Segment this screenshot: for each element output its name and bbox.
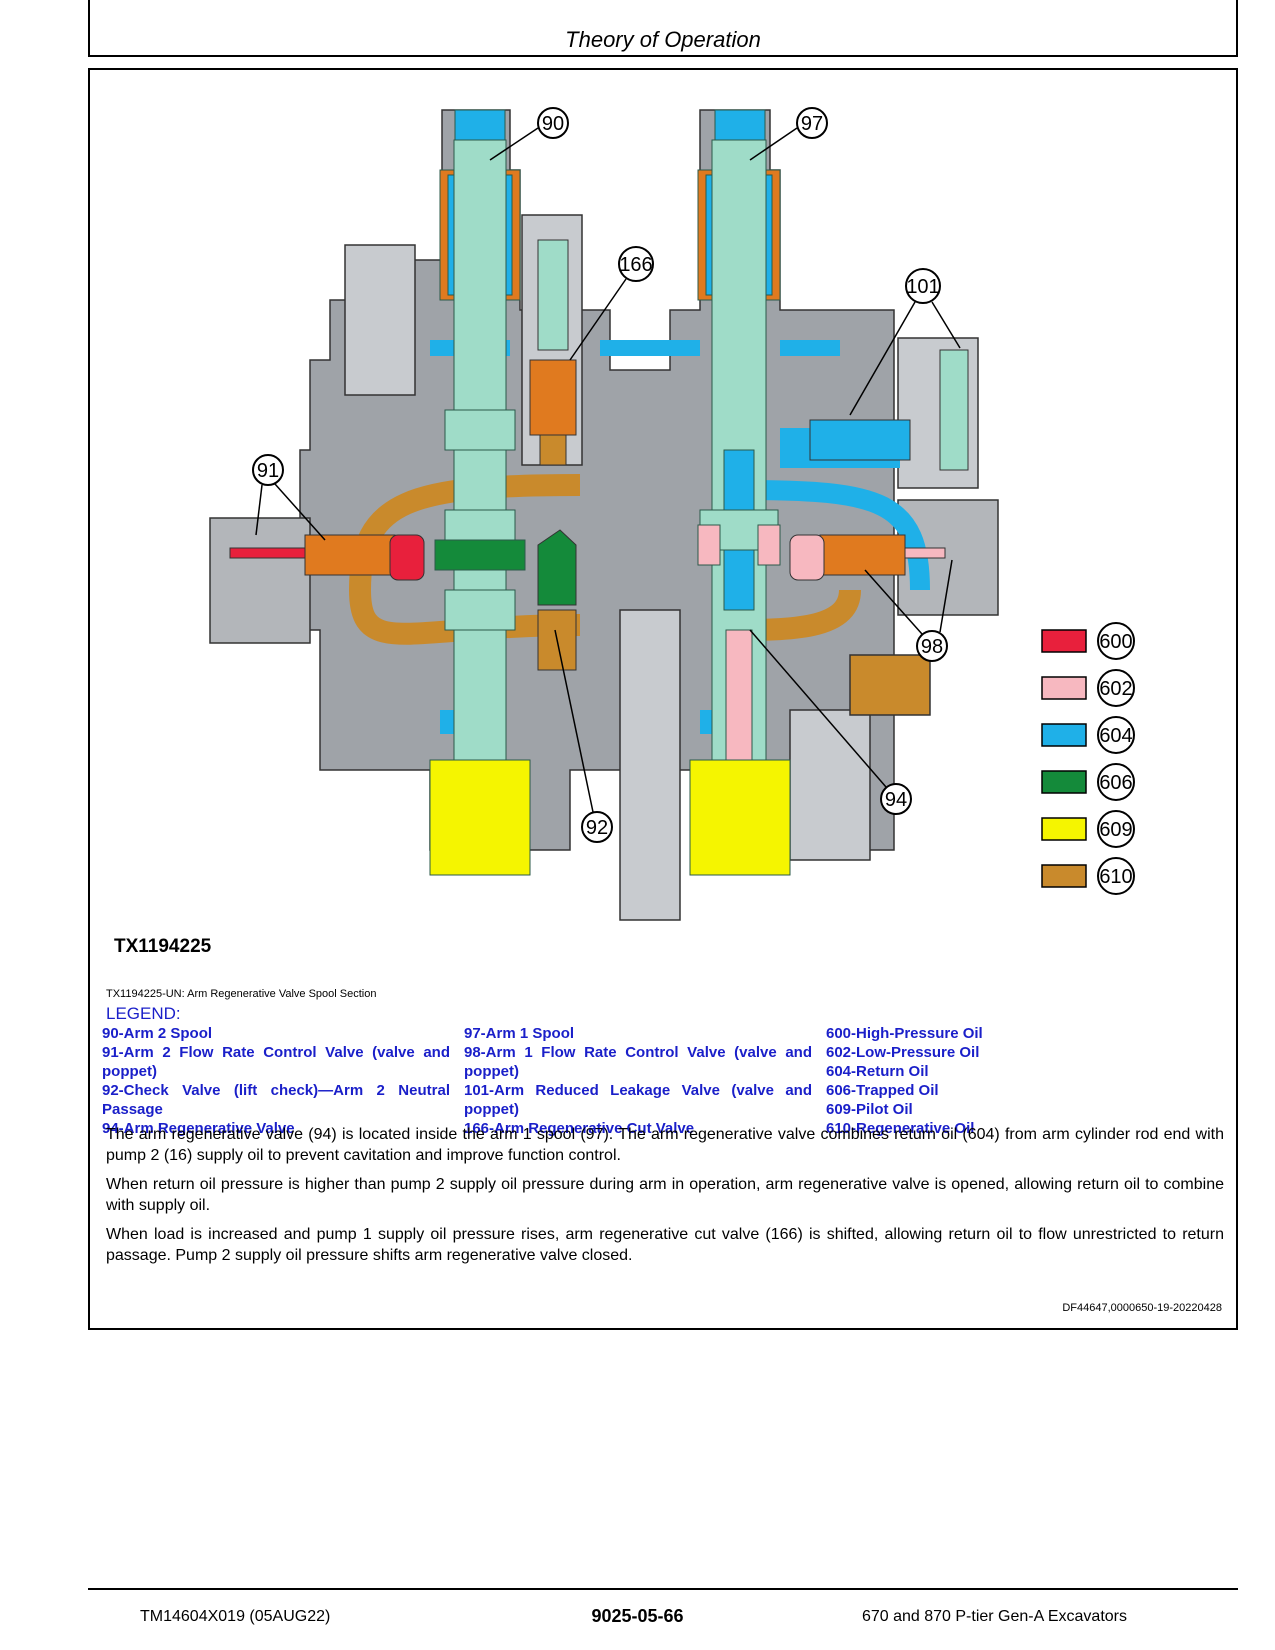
swatch-code-label: 604 — [1099, 725, 1132, 747]
page-title: Theory of Operation — [565, 27, 761, 52]
swatch-606 — [1041, 770, 1087, 794]
reduced-leakage-valve-101 — [809, 349, 969, 471]
svg-text:92: 92 — [586, 817, 608, 839]
swatch-code-label: 606 — [1099, 772, 1132, 794]
swatch-code-label: 600 — [1099, 631, 1132, 653]
swatch-code-label: 610 — [1099, 866, 1132, 888]
legend-item: 101-Arm Reduced Leakage Valve (valve and… — [464, 1082, 812, 1118]
legend-column-2: 97-Arm 1 Spool 98-Arm 1 Flow Rate Contro… — [464, 1024, 812, 1138]
swatch-code-circle — [1097, 810, 1135, 848]
callout-94 — [880, 783, 912, 815]
flow-rate-valve-98 — [789, 534, 946, 581]
leader-lines — [255, 127, 961, 813]
valve-section-diagram: 90 97 166 101 91 98 94 92 60060260460660… — [209, 107, 1135, 921]
svg-text:90: 90 — [542, 113, 564, 135]
legend-item: 97-Arm 1 Spool — [464, 1025, 575, 1042]
legend-item: 600-High-Pressure Oil — [826, 1025, 983, 1042]
legend-item: 606-Trapped Oil — [826, 1082, 939, 1099]
svg-text:91: 91 — [257, 460, 279, 482]
body-paragraph-1: The arm regenerative valve (94) is locat… — [106, 1126, 1224, 1164]
callout-91 — [252, 454, 284, 486]
swatch-code-label: 609 — [1099, 819, 1132, 841]
swatch-610 — [1041, 864, 1087, 888]
legend-item: 94-Arm Regenerative Valve — [102, 1120, 295, 1137]
figure-caption: TX1194225-UN: Arm Regenerative Valve Spo… — [106, 988, 377, 1000]
callouts — [252, 107, 948, 843]
svg-text:101: 101 — [906, 276, 939, 298]
svg-text:98: 98 — [921, 636, 943, 658]
svg-text:94: 94 — [885, 789, 907, 811]
swatch-602 — [1041, 676, 1087, 700]
footer-page-number: 9025-05-66 — [591, 1606, 684, 1626]
legend-item: 602-Low-Pressure Oil — [826, 1044, 980, 1061]
swatch-code-circle — [1097, 669, 1135, 707]
figure-id: TX1194225 — [114, 936, 212, 957]
svg-text:97: 97 — [801, 113, 823, 135]
flow-rate-valve-91 — [229, 534, 425, 581]
footer-machine-name: 670 and 870 P-tier Gen-A Excavators — [861, 1608, 1127, 1625]
callout-101 — [905, 268, 941, 304]
swatch-604 — [1041, 723, 1087, 747]
callout-98 — [916, 630, 948, 662]
callout-92 — [581, 811, 613, 843]
page-header: Theory of Operation — [88, 0, 1238, 57]
body-paragraph-2: When return oil pressure is higher than … — [106, 1176, 1224, 1214]
footer-rule — [88, 1588, 1238, 1590]
swatch-code-circle — [1097, 857, 1135, 895]
swatch-600 — [1041, 629, 1087, 653]
footer-manual-id: TM14604X019 (05AUG22) — [140, 1608, 331, 1625]
legend-item: 90-Arm 2 Spool — [102, 1025, 213, 1042]
svg-text:166: 166 — [619, 254, 652, 276]
arm-1-spool — [689, 109, 791, 876]
legend-item: 92-Check Valve (lift check)—Arm 2 Neutra… — [102, 1082, 450, 1118]
legend-item: 166-Arm Regenerative Cut Valve — [464, 1120, 695, 1137]
legend-column-1: 90-Arm 2 Spool 91-Arm 2 Flow Rate Contro… — [102, 1024, 450, 1138]
oil-color-key: 600 602 604 606 609 610 — [1041, 622, 1135, 895]
cut-valve-166 — [529, 239, 577, 466]
swatch-code-circle — [1097, 716, 1135, 754]
swatch-609 — [1041, 817, 1087, 841]
legend-title: LEGEND: — [106, 1004, 181, 1023]
document-id: DF44647,0000650-19-20220428 — [1062, 1302, 1222, 1314]
arm-2-spool — [429, 109, 531, 876]
swatch-code-circle — [1097, 622, 1135, 660]
check-valve-92 — [537, 529, 577, 671]
legend-column-3: 600-High-Pressure Oil 602-Low-Pressure O… — [826, 1024, 1206, 1138]
callout-labels: 90 97 166 101 91 98 94 92 — [257, 113, 943, 839]
legend-item: 604-Return Oil — [826, 1063, 929, 1080]
swatch-code-circle — [1097, 763, 1135, 801]
callout-97 — [796, 107, 828, 139]
callout-90 — [537, 107, 569, 139]
legend-item: 609-Pilot Oil — [826, 1101, 913, 1118]
legend-item: 610-Regenerative Oil — [826, 1120, 975, 1137]
swatch-code-label: 602 — [1099, 678, 1132, 700]
callout-166 — [618, 246, 654, 282]
legend-item: 98-Arm 1 Flow Rate Control Valve (valve … — [464, 1044, 812, 1080]
body-paragraph-3: When load is increased and pump 1 supply… — [106, 1226, 1224, 1264]
legend-item: 91-Arm 2 Flow Rate Control Valve (valve … — [102, 1044, 450, 1080]
